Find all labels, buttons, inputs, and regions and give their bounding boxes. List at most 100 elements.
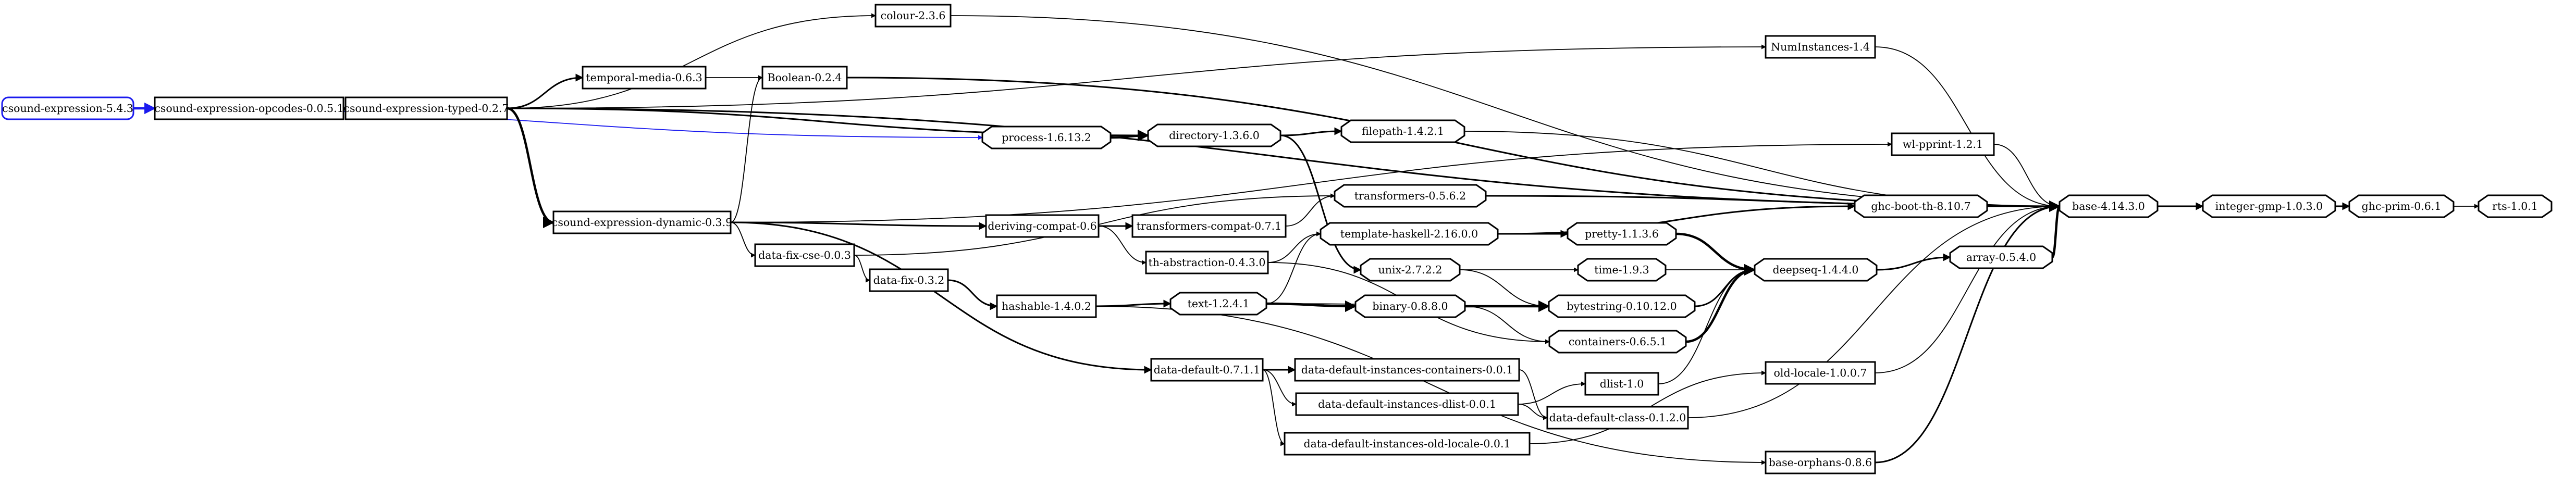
edge-typed-to-colour (507, 13, 876, 109)
node-base: base-4.14.3.0 (2059, 194, 2159, 218)
node-label: deepseq-1.4.4.0 (1773, 264, 1859, 276)
node-label: csound-expression-5.4.3 (2, 102, 133, 115)
edge-unix-to-bytestring (1459, 269, 1549, 309)
node-csound-expression: csound-expression-5.4.3 (1, 96, 134, 120)
node-th-abstraction: th-abstraction-0.4.3.0 (1145, 251, 1269, 274)
node-bytestring: bytestring-0.10.12.0 (1548, 294, 1696, 318)
node-label: time-1.9.3 (1594, 264, 1649, 276)
edge-th-abstraction-to-template-haskell (1267, 231, 1321, 263)
node-boolean: Boolean-0.2.4 (761, 66, 848, 90)
edge-binary-to-containers (1464, 306, 1550, 344)
node-ghc-prim: ghc-prim-0.6.1 (2348, 194, 2455, 218)
edge-dynamic-to-data-fix-cse (730, 222, 756, 258)
node-directory: directory-1.3.6.0 (1147, 123, 1281, 147)
edge-typed-to-dynamic (507, 107, 555, 229)
edge-old-locale-to-base (1875, 204, 2060, 373)
edge-dynamic-to-boolean (730, 75, 763, 223)
node-text: text-1.2.4.1 (1169, 292, 1267, 316)
node-label: base-4.14.3.0 (2072, 200, 2145, 212)
node-label: bytestring-0.10.12.0 (1567, 300, 1677, 312)
node-label: deriving-compat-0.6 (988, 220, 1096, 232)
node-data-fix: data-fix-0.3.2 (869, 268, 949, 292)
node-label: base-orphans-0.8.6 (1769, 456, 1872, 469)
edge-data-fix-to-hashable (947, 279, 998, 310)
node-label: wl-pprint-1.2.1 (1903, 138, 1983, 151)
node-base-orphans: base-orphans-0.8.6 (1765, 451, 1876, 474)
node-time: time-1.9.3 (1577, 258, 1667, 282)
node-typed: csound-expression-typed-0.2.7 (344, 96, 509, 120)
node-ddi-containers: data-default-instances-containers-0.0.1 (1294, 358, 1520, 382)
node-transformers: transformers-0.5.6.2 (1334, 184, 1487, 208)
node-label: data-fix-cse-0.0.3 (758, 249, 851, 261)
edge-dynamic-to-data-default (730, 221, 1152, 374)
node-label: th-abstraction-0.4.3.0 (1149, 256, 1266, 269)
edge-numinstances-to-base (1875, 46, 2060, 209)
node-label: csound-expression-dynamic-0.3.9 (552, 216, 732, 229)
edge-base-orphans-to-base (1875, 202, 2061, 464)
edge-data-default-class-to-base (1687, 204, 2060, 418)
node-label: text-1.2.4.1 (1188, 297, 1250, 310)
node-label: hashable-1.4.0.2 (1002, 300, 1091, 312)
node-filepath: filepath-1.4.2.1 (1340, 119, 1465, 143)
node-old-locale: old-locale-1.0.0.7 (1765, 361, 1876, 385)
node-label: template-haskell-2.16.0.0 (1340, 228, 1478, 240)
node-label: rts-1.0.1 (2492, 200, 2538, 212)
node-label: csound-expression-opcodes-0.0.5.1 (154, 102, 343, 115)
node-numinstances: NumInstances-1.4 (1765, 35, 1876, 59)
nodes-layer: csound-expression-5.4.3 csound-expression… (1, 4, 2553, 474)
node-label: transformers-compat-0.7.1 (1137, 220, 1281, 232)
node-label: NumInstances-1.4 (1771, 41, 1870, 53)
node-wl-pprint: wl-pprint-1.2.1 (1891, 132, 1995, 156)
node-label: old-locale-1.0.0.7 (1774, 367, 1867, 379)
edge-directory-to-unix (1280, 134, 1362, 274)
edge-containers-to-deepseq (1685, 264, 1756, 343)
node-label: csound-expression-typed-0.2.7 (344, 102, 509, 115)
node-rts: rts-1.0.1 (2478, 194, 2553, 218)
node-label: filepath-1.4.2.1 (1362, 125, 1444, 137)
node-data-default-class: data-default-class-0.1.2.0 (1546, 406, 1689, 430)
node-ghc-boot-th: ghc-boot-th-8.10.7 (1854, 194, 1988, 218)
node-integer-gmp: integer-gmp-1.0.3.0 (2202, 194, 2336, 218)
node-ddi-dlist: data-default-instances-dlist-0.0.1 (1295, 392, 1519, 416)
node-label: colour-2.3.6 (881, 9, 946, 22)
node-unix: unix-2.7.2.2 (1360, 258, 1461, 282)
edge-ddi-containers-to-data-default-class (1519, 369, 1548, 420)
edge-data-default-to-ddi-old-locale (1262, 369, 1285, 446)
node-pretty: pretty-1.1.3.6 (1567, 222, 1677, 246)
node-process: process-1.6.13.2 (981, 126, 1112, 149)
node-label: containers-0.6.5.1 (1569, 335, 1667, 348)
node-data-default: data-default-0.7.1.1 (1150, 358, 1264, 382)
node-label: pretty-1.1.3.6 (1585, 228, 1659, 240)
node-binary: binary-0.8.8.0 (1354, 294, 1466, 318)
edge-wl-pprint-to-base (1993, 144, 2060, 209)
edge-pretty-to-deepseq (1675, 232, 1756, 276)
edge-data-default-to-ddi-dlist (1262, 369, 1297, 407)
edge-typed-to-temporal-media (507, 73, 584, 109)
edge-array-to-base (2049, 201, 2061, 259)
node-array: array-0.5.4.0 (1949, 245, 2053, 269)
node-hashable: hashable-1.4.0.2 (996, 294, 1097, 318)
node-label: temporal-media-0.6.3 (586, 71, 702, 84)
edge-directory-to-filepath (1280, 127, 1342, 136)
edge-ddi-dlist-to-data-default-class (1518, 404, 1548, 420)
node-deepseq: deepseq-1.4.4.0 (1754, 258, 1878, 282)
node-opcodes: csound-expression-opcodes-0.0.5.1 (154, 96, 344, 120)
node-dlist: dlist-1.0 (1584, 372, 1659, 396)
node-label: ghc-prim-0.6.1 (2362, 200, 2442, 212)
node-label: data-default-instances-old-locale-0.0.1 (1303, 437, 1510, 450)
edge-deepseq-to-array (1876, 253, 1951, 271)
edge-dlist-to-deepseq (1658, 267, 1755, 384)
node-label: data-default-instances-dlist-0.0.1 (1318, 398, 1496, 410)
edge-ddi-dlist-to-dlist (1518, 381, 1586, 405)
node-data-fix-cse: data-fix-cse-0.0.3 (754, 243, 855, 267)
node-ddi-old-locale: data-default-instances-old-locale-0.0.1 (1284, 432, 1531, 456)
node-transformers-compat: transformers-compat-0.7.1 (1131, 214, 1287, 238)
node-label: data-fix-0.3.2 (873, 274, 945, 286)
node-label: ghc-boot-th-8.10.7 (1871, 200, 1970, 212)
edge-typed-to-base (507, 107, 2061, 210)
edge-process-to-directory (1110, 129, 1150, 142)
node-label: process-1.6.13.2 (1002, 131, 1091, 144)
node-label: data-default-instances-containers-0.0.1 (1301, 364, 1513, 376)
edge-text-to-template-haskell (1266, 231, 1321, 304)
